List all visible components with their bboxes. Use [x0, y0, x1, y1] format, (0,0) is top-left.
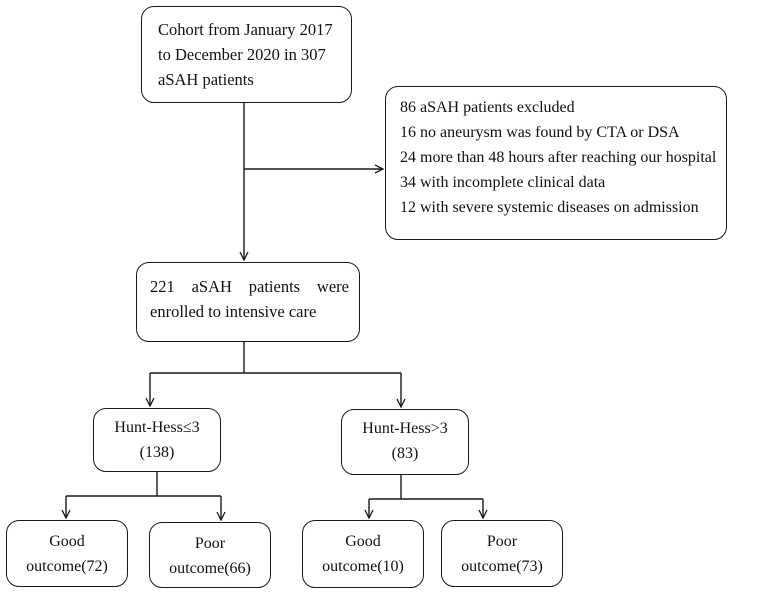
enrolled-word: aSAH: [191, 277, 232, 296]
excluded-line: 34 with incomplete clinical data: [400, 174, 606, 191]
excluded-line: 86 aSAH patients excluded: [400, 99, 575, 116]
excluded-line: 16 no aneurysm was found by CTA or DSA: [400, 124, 680, 141]
enrolled-word: 221: [150, 277, 175, 296]
enrolled-word: were: [316, 277, 349, 296]
cohort-line: aSAH patients: [158, 70, 254, 89]
outcome-label: Good: [345, 533, 381, 550]
enrolled-word: patients: [248, 277, 301, 296]
outcome-count: outcome(10): [322, 558, 404, 575]
cohort-line: Cohort from January 2017: [158, 20, 333, 39]
hunt-hess-high-box: Hunt-Hess>3 (83): [341, 409, 469, 475]
hunt-hess-low-label: Hunt-Hess≤3: [114, 419, 200, 436]
enrolled-line-2: enrolled to intensive care: [150, 302, 317, 321]
outcome-label: Poor: [194, 535, 226, 552]
excluded-line: 24 more than 48 hours after reaching our…: [400, 149, 717, 166]
enrolled-line-1: 221 aSAH patients were: [150, 274, 349, 299]
hunt-hess-low-count: (138): [139, 444, 175, 461]
excluded-line: 12 with severe systemic diseases on admi…: [400, 199, 699, 216]
excluded-box: 86 aSAH patients excluded 16 no aneurysm…: [385, 86, 727, 240]
high-good-outcome-box: Good outcome(10): [302, 520, 424, 588]
cohort-box: Cohort from January 2017 to December 202…: [141, 6, 352, 103]
outcome-count: outcome(72): [26, 558, 108, 575]
outcome-label: Good: [49, 533, 85, 550]
enrolled-box: 221 aSAH patients were enrolled to inten…: [136, 262, 360, 342]
low-poor-outcome-box: Poor outcome(66): [149, 522, 271, 588]
hunt-hess-high-count: (83): [391, 445, 419, 462]
hunt-hess-high-label: Hunt-Hess>3: [362, 420, 448, 437]
outcome-count: outcome(73): [461, 558, 543, 575]
outcome-label: Poor: [486, 533, 518, 550]
high-poor-outcome-box: Poor outcome(73): [441, 520, 563, 587]
low-good-outcome-box: Good outcome(72): [6, 520, 128, 587]
hunt-hess-low-box: Hunt-Hess≤3 (138): [93, 408, 221, 472]
outcome-count: outcome(66): [169, 560, 251, 577]
cohort-line: to December 2020 in 307: [158, 45, 326, 64]
